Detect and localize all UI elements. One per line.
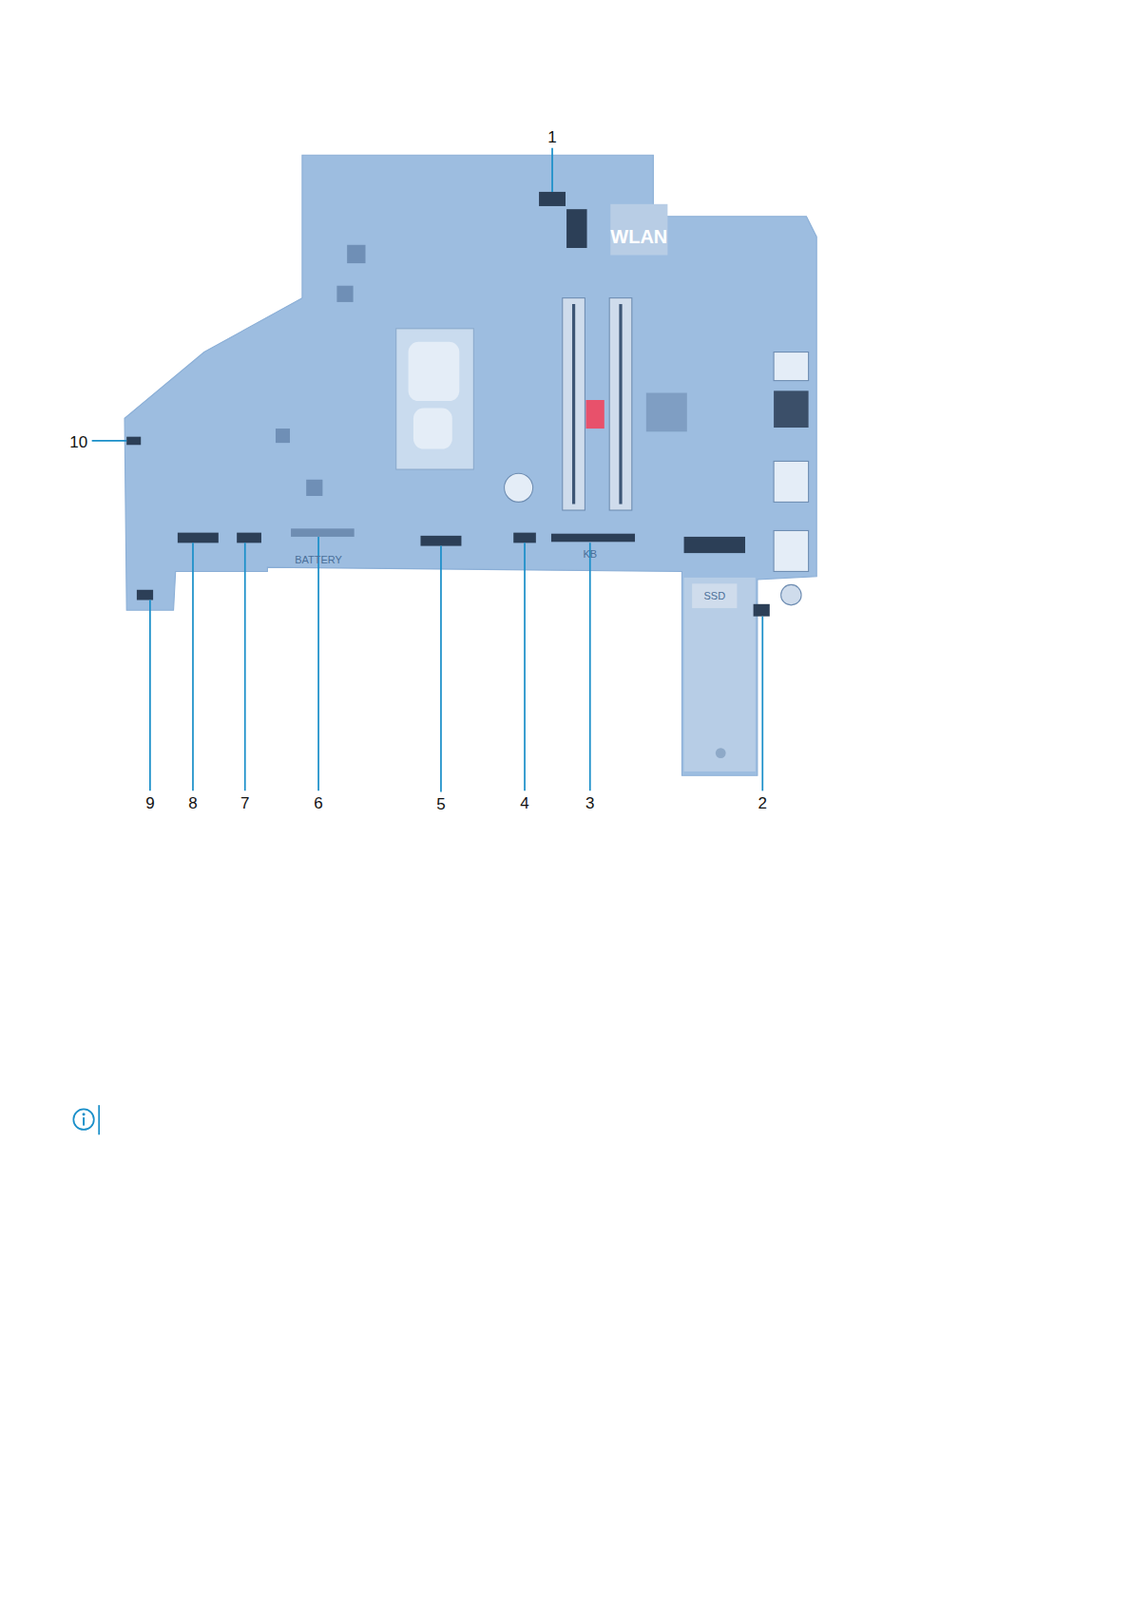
callout-number: 2 xyxy=(758,795,768,812)
callout-number: 1 xyxy=(547,128,557,145)
ssd-label-bg xyxy=(691,583,737,609)
connector xyxy=(753,604,770,617)
wlan-slot xyxy=(566,209,587,249)
chip xyxy=(336,286,353,303)
callout-number: 6 xyxy=(313,795,323,812)
callout-number: 5 xyxy=(436,796,445,813)
cpu-package xyxy=(396,328,475,470)
port xyxy=(773,390,809,428)
callout-number: 8 xyxy=(188,795,197,812)
callout-number: 3 xyxy=(585,795,595,812)
port xyxy=(773,530,809,572)
callout-number: 4 xyxy=(519,795,529,812)
connector xyxy=(420,536,461,547)
connector xyxy=(551,534,635,543)
leader-lines xyxy=(92,148,764,793)
silkscreen-label: SSD xyxy=(703,591,726,602)
connector xyxy=(290,528,355,538)
audio-jack xyxy=(781,584,802,605)
chip xyxy=(646,392,688,432)
connector xyxy=(136,590,154,601)
connector xyxy=(177,533,219,544)
ssd-strip xyxy=(684,577,756,772)
connector xyxy=(126,437,141,446)
dimm-pins xyxy=(618,304,622,505)
pch-die xyxy=(413,408,453,450)
chip xyxy=(346,245,365,264)
board-outline xyxy=(124,154,817,776)
label-sticker xyxy=(585,400,604,429)
connector xyxy=(236,533,262,544)
connector xyxy=(513,533,537,544)
callout-number: 7 xyxy=(240,795,250,812)
silkscreen-label: WLAN xyxy=(610,227,668,247)
logo xyxy=(504,473,534,502)
port xyxy=(773,352,809,382)
wlan-area xyxy=(610,204,668,256)
cpu-die xyxy=(408,342,461,402)
dimm-slot xyxy=(609,298,633,511)
note-icon xyxy=(73,1105,99,1135)
dimm-slot xyxy=(562,298,586,511)
chip xyxy=(275,428,290,443)
dimm-pins xyxy=(572,304,576,505)
motherboard xyxy=(73,148,817,1136)
connector xyxy=(684,537,746,554)
callout-number: 10 xyxy=(69,434,88,451)
silkscreen-label: BATTERY xyxy=(294,554,343,565)
chip xyxy=(306,479,323,497)
silkscreen-label: KB xyxy=(582,549,597,560)
connector xyxy=(538,191,566,207)
port xyxy=(773,460,809,502)
ssd-screw xyxy=(715,748,727,759)
callout-number: 9 xyxy=(145,795,154,812)
